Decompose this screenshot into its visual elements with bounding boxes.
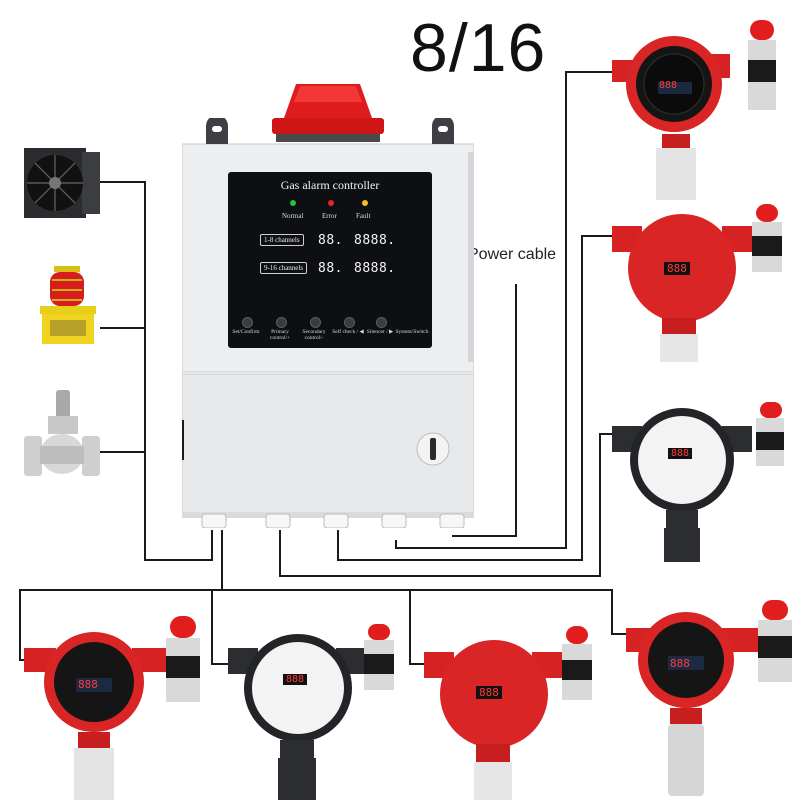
status-indicators: Normal Error Fault (228, 200, 432, 220)
detector-display: 888 (659, 80, 678, 91)
bottom-bus-right (222, 589, 628, 635)
channel-address-readout: 88. (318, 261, 343, 276)
controller-title: Gas alarm controller (280, 178, 380, 192)
detector-display: 888 (664, 262, 690, 275)
silencer-button[interactable] (376, 317, 387, 328)
channel-value-readout: 8888. (354, 233, 396, 248)
self-check-label: Self check / ◀ (332, 329, 364, 335)
fan-wire (100, 181, 213, 561)
detector-2-wire (337, 235, 612, 561)
detector-1-red-round: 888 (612, 14, 792, 204)
strobe-siren-icon (36, 262, 100, 352)
set-confirm-label: Set/Confirm (232, 329, 260, 335)
exhaust-fan-icon (22, 140, 102, 226)
error-led (328, 200, 334, 206)
normal-label: Normal (282, 212, 304, 220)
mounting-tab-left (204, 115, 230, 144)
secondary-control-label: Secondary control/- (302, 329, 326, 342)
control-panel: Gas alarm controller Normal Error Fault … (228, 172, 432, 348)
set-confirm-button[interactable] (242, 317, 253, 328)
fault-label: Fault (356, 212, 371, 220)
primary-control-label: Primary control/+ (269, 329, 291, 342)
detector-display: 888 (476, 686, 502, 699)
detector-display: 888 (78, 678, 98, 691)
channel-label: 9-16 channels (260, 262, 308, 274)
channel-value-readout: 8888. (354, 261, 396, 276)
channel-label: 1-8 channels (260, 234, 304, 246)
fault-led (362, 200, 368, 206)
detector-7-red-round: 888 (626, 598, 798, 798)
detector-1-wire (395, 71, 612, 549)
power-cable-label: Power cable (468, 246, 557, 263)
mounting-tab-right (430, 115, 456, 144)
detector-display: 888 (670, 657, 690, 670)
normal-led (290, 200, 296, 206)
key-switch-icon[interactable] (416, 432, 450, 466)
detector-3-white-flat: 888 (612, 398, 792, 566)
detector-4-red-round: 888 (20, 612, 210, 800)
system-switch-label: System/Switch (395, 329, 429, 335)
channel-address-readout: 88. (318, 233, 343, 248)
error-label: Error (322, 212, 337, 220)
detector-5-white-flat: 888 (228, 622, 406, 800)
detector-display: 888 (283, 674, 308, 685)
detector-display: 888 (668, 448, 693, 459)
detector-3-wire (279, 433, 612, 577)
detector-6-red-flat: 888 (424, 622, 604, 800)
detector-2-red-flat: 888 (612, 200, 792, 364)
solenoid-valve-icon (22, 388, 102, 480)
silencer-label: Silencer / ▶ (366, 329, 394, 335)
power-cable-wire (452, 284, 517, 537)
self-check-button[interactable] (344, 317, 355, 328)
primary-control-button[interactable] (276, 317, 287, 328)
channel-count-title: 8/16 (410, 10, 547, 86)
bottom-bus-drop-3 (409, 590, 424, 665)
bottom-bus-drop-2 (211, 590, 228, 665)
secondary-control-button[interactable] (310, 317, 321, 328)
red-beacon-icon (266, 78, 390, 142)
